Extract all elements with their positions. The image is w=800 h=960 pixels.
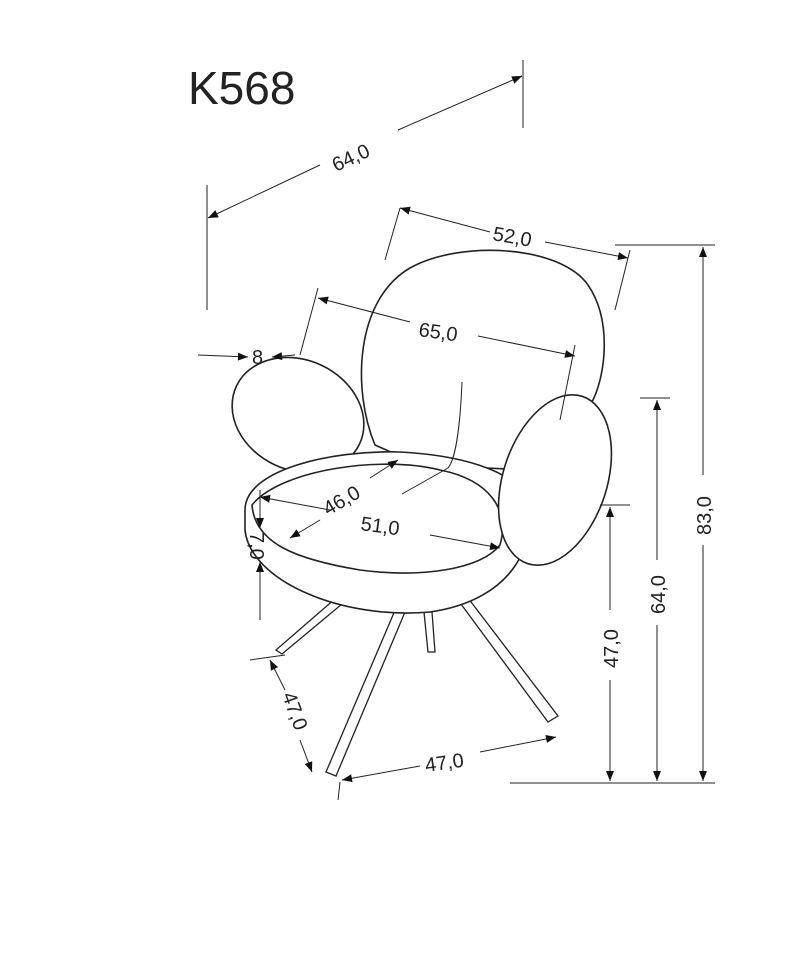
label-seat-thickness: 7,0 <box>245 532 267 560</box>
label-seat-width: 51,0 <box>359 513 401 540</box>
leg-back-center <box>423 611 436 653</box>
leg-back-left <box>274 597 343 655</box>
leg-front-left <box>325 607 406 777</box>
right-armrest <box>497 393 613 567</box>
label-base-depth: 47,0 <box>277 689 311 733</box>
label-back-width: 52,0 <box>491 223 533 251</box>
backrest-seam <box>401 381 463 495</box>
label-arm-height: 64,0 <box>648 575 670 614</box>
model-title: K568 <box>188 62 295 114</box>
label-overall-depth: 64,0 <box>329 140 374 176</box>
label-base-width: 47,0 <box>424 750 466 777</box>
chair-outline <box>231 249 613 777</box>
left-armrest <box>231 356 365 474</box>
label-arm-span: 65,0 <box>417 319 459 346</box>
label-total-height: 83,0 <box>694 496 716 535</box>
dimension-lines <box>197 60 715 801</box>
seat-top-edge <box>251 463 504 574</box>
leg-front-right <box>456 597 559 723</box>
label-arm-thickness: 8 <box>252 347 263 369</box>
label-seat-height: 47,0 <box>601 629 623 668</box>
